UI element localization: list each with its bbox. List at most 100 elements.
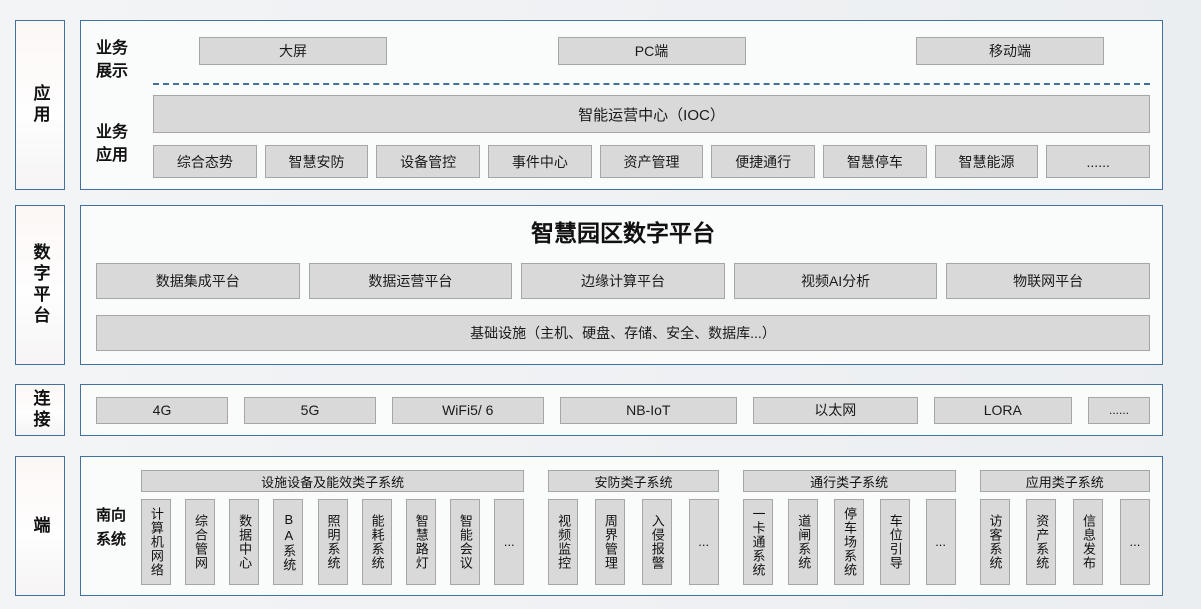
business-app-item: 资产管理 — [599, 145, 704, 178]
application-layer-row: 应用 业务展示 业务应用 大屏 PC端 移动端 智能运营中心（IOC） 综合态势… — [15, 20, 1163, 190]
subsystem-item-text: 道闸系统 — [796, 514, 812, 570]
endpoint-panel: 南向系统 设施设备及能效类子系统 计算机网络 综合管网 数据中心 BA系统 照明… — [80, 456, 1163, 596]
connection-item: WiFi5/ 6 — [392, 396, 544, 424]
subsystem-item: 能耗系统 — [361, 499, 392, 585]
subsystem-item-text: 能耗系统 — [369, 514, 385, 570]
display-item-mobile: 移动端 — [916, 37, 1104, 65]
connection-item: 5G — [244, 396, 376, 424]
layer-label-application-text: 应用 — [30, 84, 50, 126]
platform-item: 数据运营平台 — [308, 263, 513, 299]
subsystem-item: 一卡通系统 — [742, 499, 773, 585]
subsystem-ellipsis-text: ... — [935, 534, 947, 550]
subsystem-ellipsis: ... — [925, 499, 956, 585]
subsystem-item: 信息发布 — [1073, 499, 1104, 585]
subsystem-item-text: 视频监控 — [556, 514, 572, 570]
subsystem-item: 计算机网络 — [141, 499, 171, 585]
subsystem-item: 停车场系统 — [834, 499, 865, 585]
ioc-bar: 智能运营中心（IOC） — [153, 95, 1150, 133]
digital-platform-panel: 智慧园区数字平台 数据集成平台 数据运营平台 边缘计算平台 视频AI分析 物联网… — [80, 205, 1163, 365]
subsystem-group-facility: 设施设备及能效类子系统 计算机网络 综合管网 数据中心 BA系统 照明系统 能耗… — [141, 470, 525, 585]
platform-item: 物联网平台 — [946, 263, 1150, 299]
business-app-item: 智慧停车 — [823, 145, 927, 178]
business-app-item: 智慧安防 — [264, 145, 369, 178]
subsystem-group-items: 计算机网络 综合管网 数据中心 BA系统 照明系统 能耗系统 智慧路灯 智能会议… — [141, 499, 525, 585]
subsystem-item: 入侵报警 — [641, 499, 672, 585]
subsystem-item-text: 访客系统 — [987, 514, 1003, 570]
subsystem-group-items: 视频监控 周界管理 入侵报警 ... — [548, 499, 719, 585]
subsystem-item-text: 数据中心 — [237, 514, 253, 570]
subsystem-ellipsis-text: ... — [503, 534, 515, 550]
subsystem-group-items: 一卡通系统 道闸系统 停车场系统 车位引导 ... — [742, 499, 956, 585]
platforms-row: 数据集成平台 数据运营平台 边缘计算平台 视频AI分析 物联网平台 — [96, 263, 1150, 299]
business-app-item: 综合态势 — [153, 145, 257, 178]
platform-item: 边缘计算平台 — [521, 263, 725, 299]
subsystem-group-access: 通行类子系统 一卡通系统 道闸系统 停车场系统 车位引导 ... — [742, 470, 956, 585]
subsystem-item: BA系统 — [273, 499, 304, 585]
subsystem-item-text: 信息发布 — [1081, 514, 1096, 570]
subsystem-group-header: 设施设备及能效类子系统 — [141, 470, 525, 492]
layer-label-endpoint-text: 端 — [30, 515, 50, 537]
connection-panel: 4G 5G WiFi5/ 6 NB-IoT 以太网 LORA ...... — [80, 384, 1163, 436]
subsystem-item-text: 资产系统 — [1034, 514, 1050, 570]
subsystem-item: 智慧路灯 — [405, 499, 436, 585]
connection-item: LORA — [933, 396, 1072, 424]
business-app-item: 智慧能源 — [934, 145, 1039, 178]
subsystem-item-text: 周界管理 — [602, 514, 618, 570]
display-items-row: 大屏 PC端 移动端 — [153, 37, 1150, 65]
business-application-label: 业务应用 — [96, 124, 129, 165]
display-item-big-screen: 大屏 — [199, 37, 387, 65]
subsystem-item: 视频监控 — [548, 499, 579, 585]
layer-label-digital-platform-text: 数字平台 — [30, 243, 50, 327]
application-panel: 业务展示 业务应用 大屏 PC端 移动端 智能运营中心（IOC） 综合态势 智慧… — [80, 20, 1163, 190]
business-app-item: 设备管控 — [376, 145, 481, 178]
subsystem-item: 智能会议 — [450, 499, 481, 585]
subsystem-item: 道闸系统 — [788, 499, 819, 585]
subsystem-item-text: 车位引导 — [887, 514, 903, 570]
subsystem-ellipsis-text: ... — [1129, 534, 1141, 550]
layer-label-endpoint: 端 — [15, 456, 65, 596]
subsystem-group-items: 访客系统 资产系统 信息发布 ... — [979, 499, 1150, 585]
business-app-item: 事件中心 — [488, 145, 592, 178]
connection-item: NB-IoT — [559, 396, 737, 424]
subsystem-group-security: 安防类子系统 视频监控 周界管理 入侵报警 ... — [548, 470, 719, 585]
subsystem-item-text: 照明系统 — [325, 514, 341, 570]
subsystem-group-header: 通行类子系统 — [742, 470, 956, 492]
layer-label-connection: 连接 — [15, 384, 65, 436]
infrastructure-bar: 基础设施（主机、硬盘、存储、安全、数据库...） — [96, 314, 1150, 351]
subsystem-group-application: 应用类子系统 访客系统 资产系统 信息发布 ... — [979, 470, 1150, 585]
subsystem-item: 资产系统 — [1026, 499, 1057, 585]
south-system-label: 南向系统 — [96, 504, 141, 552]
subsystem-group-header: 应用类子系统 — [979, 470, 1150, 492]
connection-item: 4G — [96, 396, 228, 424]
subsystem-groups: 设施设备及能效类子系统 计算机网络 综合管网 数据中心 BA系统 照明系统 能耗… — [141, 470, 1150, 585]
subsystem-item: 综合管网 — [185, 499, 216, 585]
layer-label-application: 应用 — [15, 20, 65, 190]
dashed-divider — [153, 83, 1150, 85]
application-panel-labels: 业务展示 业务应用 — [96, 37, 153, 181]
subsystem-group-header: 安防类子系统 — [548, 470, 719, 492]
digital-platform-layer-row: 数字平台 智慧园区数字平台 数据集成平台 数据运营平台 边缘计算平台 视频AI分… — [15, 205, 1163, 365]
application-panel-content: 大屏 PC端 移动端 智能运营中心（IOC） 综合态势 智慧安防 设备管控 事件… — [153, 37, 1151, 181]
subsystem-item: 数据中心 — [229, 499, 260, 585]
endpoint-layer-row: 端 南向系统 设施设备及能效类子系统 计算机网络 综合管网 数据中心 BA系统 … — [15, 456, 1163, 596]
subsystem-ellipsis: ... — [688, 499, 719, 585]
subsystem-item-text: 停车场系统 — [841, 507, 857, 577]
connection-layer-row: 连接 4G 5G WiFi5/ 6 NB-IoT 以太网 LORA ...... — [15, 384, 1163, 436]
subsystem-item-text: 综合管网 — [192, 514, 208, 570]
subsystem-item-text: 智能会议 — [457, 514, 473, 570]
subsystem-item-text: 入侵报警 — [649, 514, 665, 570]
south-system-label-text: 南向系统 — [96, 506, 127, 548]
layer-label-connection-text: 连接 — [30, 389, 50, 431]
platform-item: 视频AI分析 — [733, 263, 938, 299]
platform-title: 智慧园区数字平台 — [531, 220, 715, 246]
subsystem-ellipsis: ... — [494, 499, 525, 585]
subsystem-item-text: 一卡通系统 — [750, 507, 766, 577]
display-item-pc: PC端 — [557, 37, 746, 65]
connection-ellipsis: ...... — [1088, 396, 1150, 424]
subsystem-item-text: 智慧路灯 — [413, 514, 429, 570]
subsystem-item: 周界管理 — [595, 499, 626, 585]
business-apps-row: 综合态势 智慧安防 设备管控 事件中心 资产管理 便捷通行 智慧停车 智慧能源 … — [153, 145, 1151, 178]
subsystem-ellipsis-text: ... — [698, 534, 710, 550]
business-display-label: 业务展示 — [96, 40, 129, 81]
